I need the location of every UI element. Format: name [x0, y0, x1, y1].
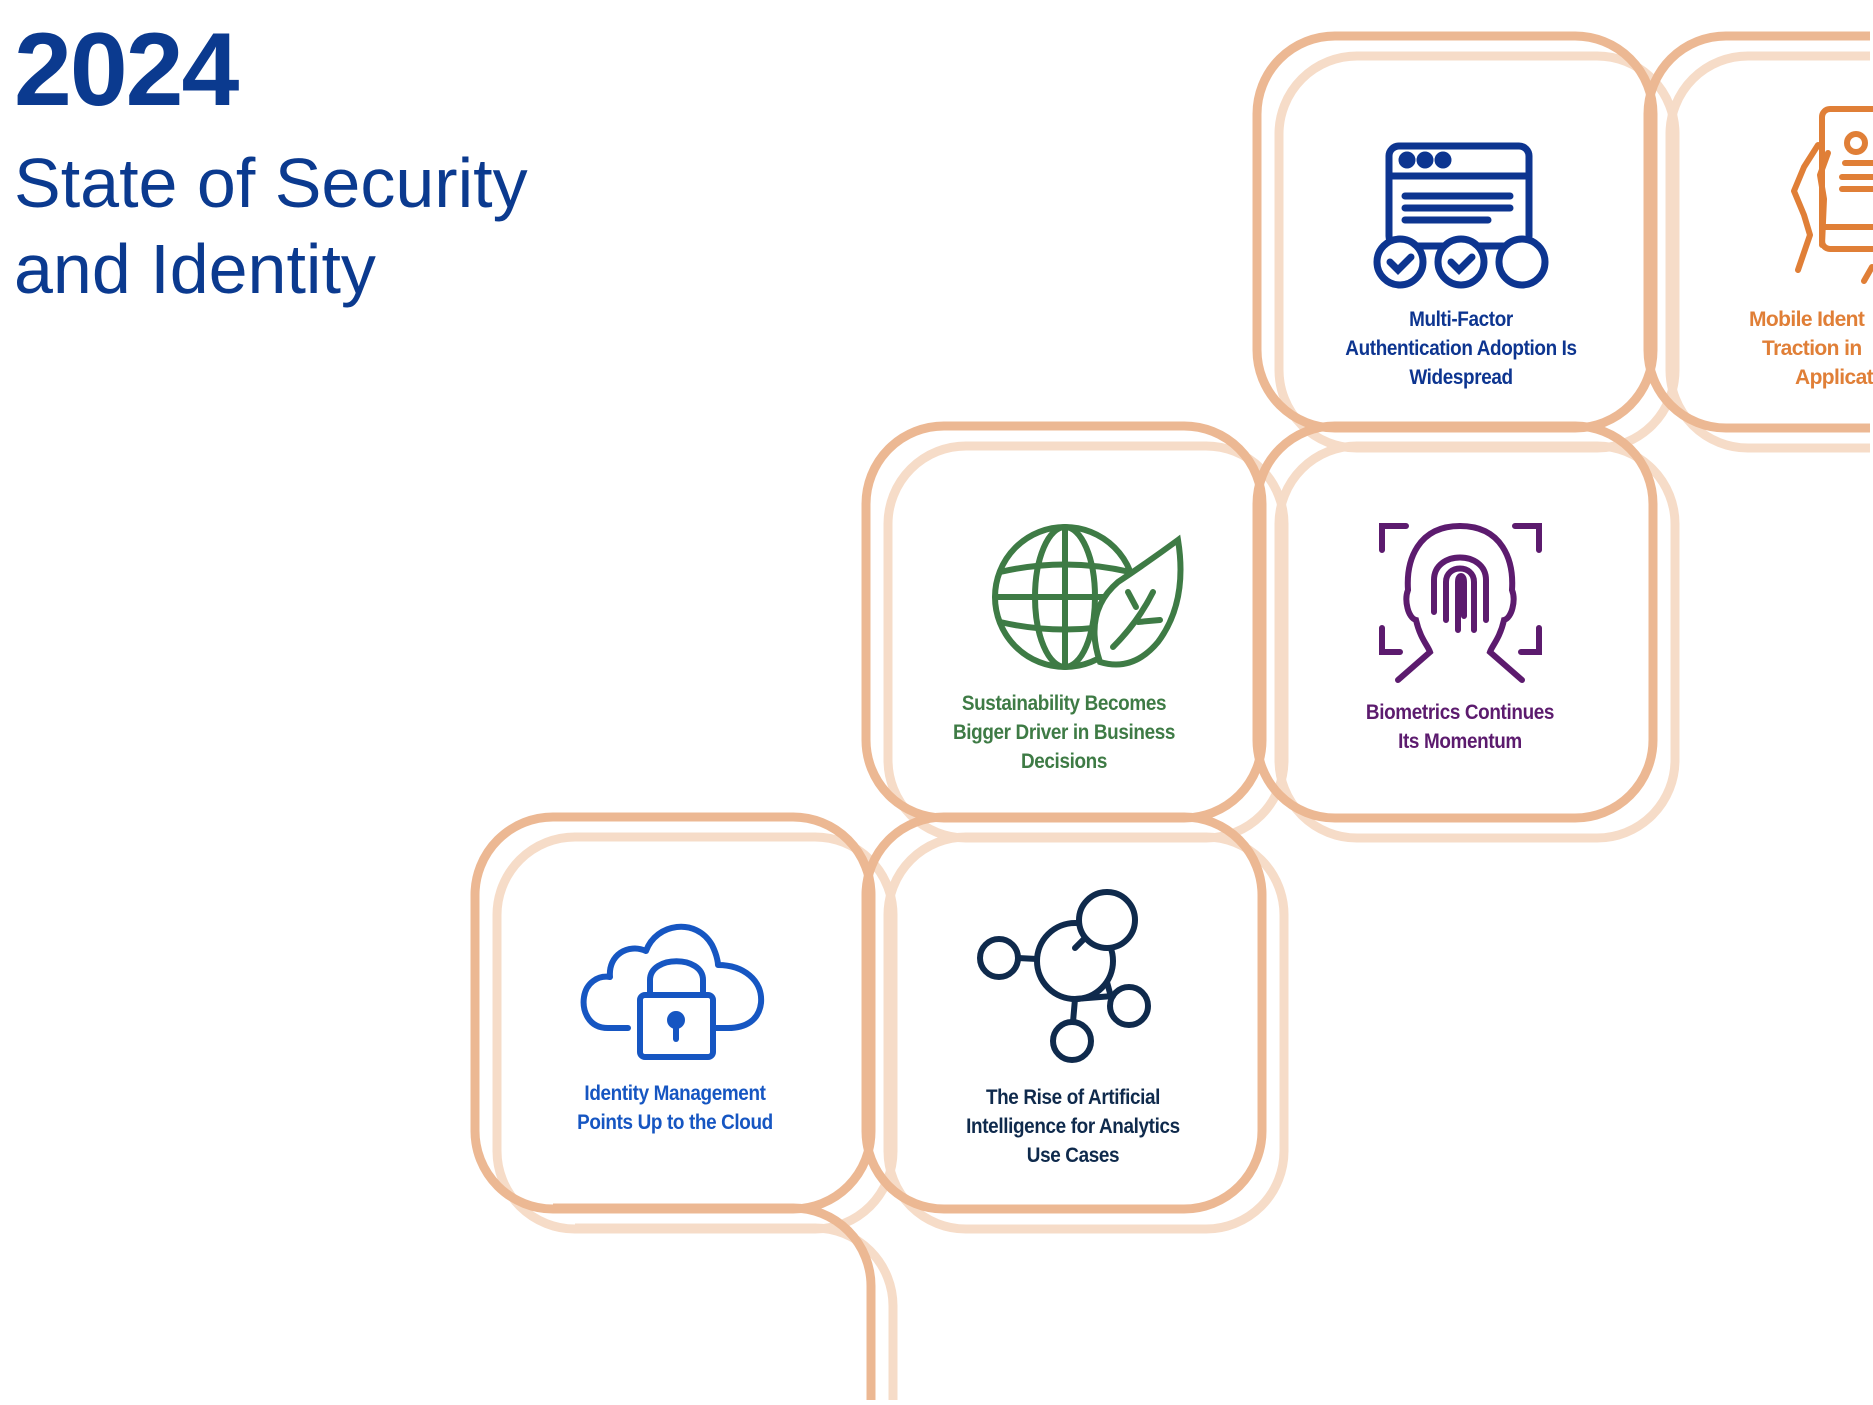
page-title: State of Security and Identity	[14, 140, 528, 312]
card-frame	[861, 812, 1267, 1214]
card-frame	[1665, 51, 1870, 453]
globe-leaf-icon	[992, 524, 1184, 670]
card-frame	[553, 1203, 876, 1400]
title-line-1: State of Security	[14, 144, 528, 222]
card-frame	[1643, 31, 1870, 433]
card-frame	[1252, 421, 1658, 823]
card-label-mobile-line-3: Applicat	[1795, 366, 1873, 389]
card-label-mobile-line-2: Traction in	[1762, 337, 1862, 360]
card-label-mobile-line-1: Mobile Ident	[1749, 308, 1865, 331]
hand-phone-icon	[1791, 106, 1873, 284]
card-frame	[883, 832, 1289, 1234]
card-frame	[1274, 441, 1680, 843]
card-frame	[575, 1223, 898, 1400]
fingerprint-face-icon	[1379, 523, 1542, 683]
network-nodes-icon	[977, 889, 1151, 1063]
title-line-2: and Identity	[14, 230, 376, 308]
year-heading: 2024	[14, 12, 239, 128]
cloud-lock-icon	[580, 923, 765, 1060]
browser-checks-icon	[1373, 142, 1549, 289]
